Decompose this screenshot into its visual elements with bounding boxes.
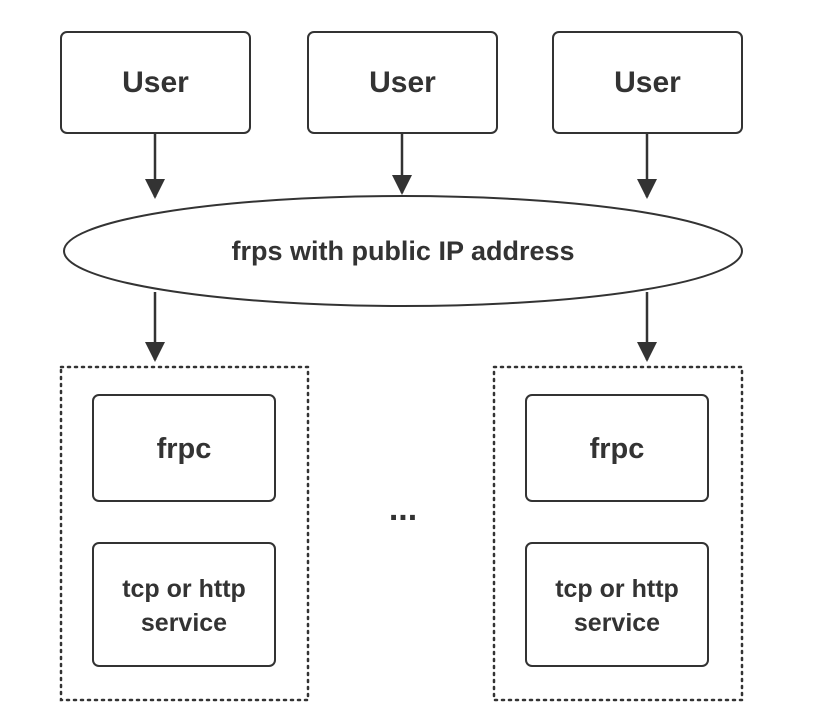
- client-group-1: frpc tcp or http service: [59, 365, 310, 702]
- service-label-2-line-2: service: [574, 609, 660, 637]
- service-label-2-line-1: tcp or http: [555, 575, 679, 603]
- service-label-1-line-2: service: [141, 609, 227, 637]
- frpc-label-2: frpc: [590, 433, 645, 465]
- service-label-1-line-1: tcp or http: [122, 575, 246, 603]
- user-label-3: User: [614, 66, 681, 99]
- service-node-2: tcp or http service: [525, 542, 709, 667]
- user-node-2: User: [307, 31, 498, 134]
- frpc-label-1: frpc: [157, 433, 212, 465]
- frps-server-node: frps with public IP address: [63, 195, 743, 307]
- user-node-1: User: [60, 31, 251, 134]
- client-group-2: frpc tcp or http service: [492, 365, 744, 702]
- frpc-node-1: frpc: [92, 394, 276, 502]
- user-label-2: User: [369, 66, 436, 99]
- client-group-1-boundary: [59, 365, 310, 702]
- service-node-1: tcp or http service: [92, 542, 276, 667]
- frps-label: frps with public IP address: [231, 236, 574, 266]
- frpc-node-2: frpc: [525, 394, 709, 502]
- client-group-2-boundary: [492, 365, 744, 702]
- user-node-3: User: [552, 31, 743, 134]
- ellipsis-separator: ...: [389, 490, 417, 528]
- user-label-1: User: [122, 66, 189, 99]
